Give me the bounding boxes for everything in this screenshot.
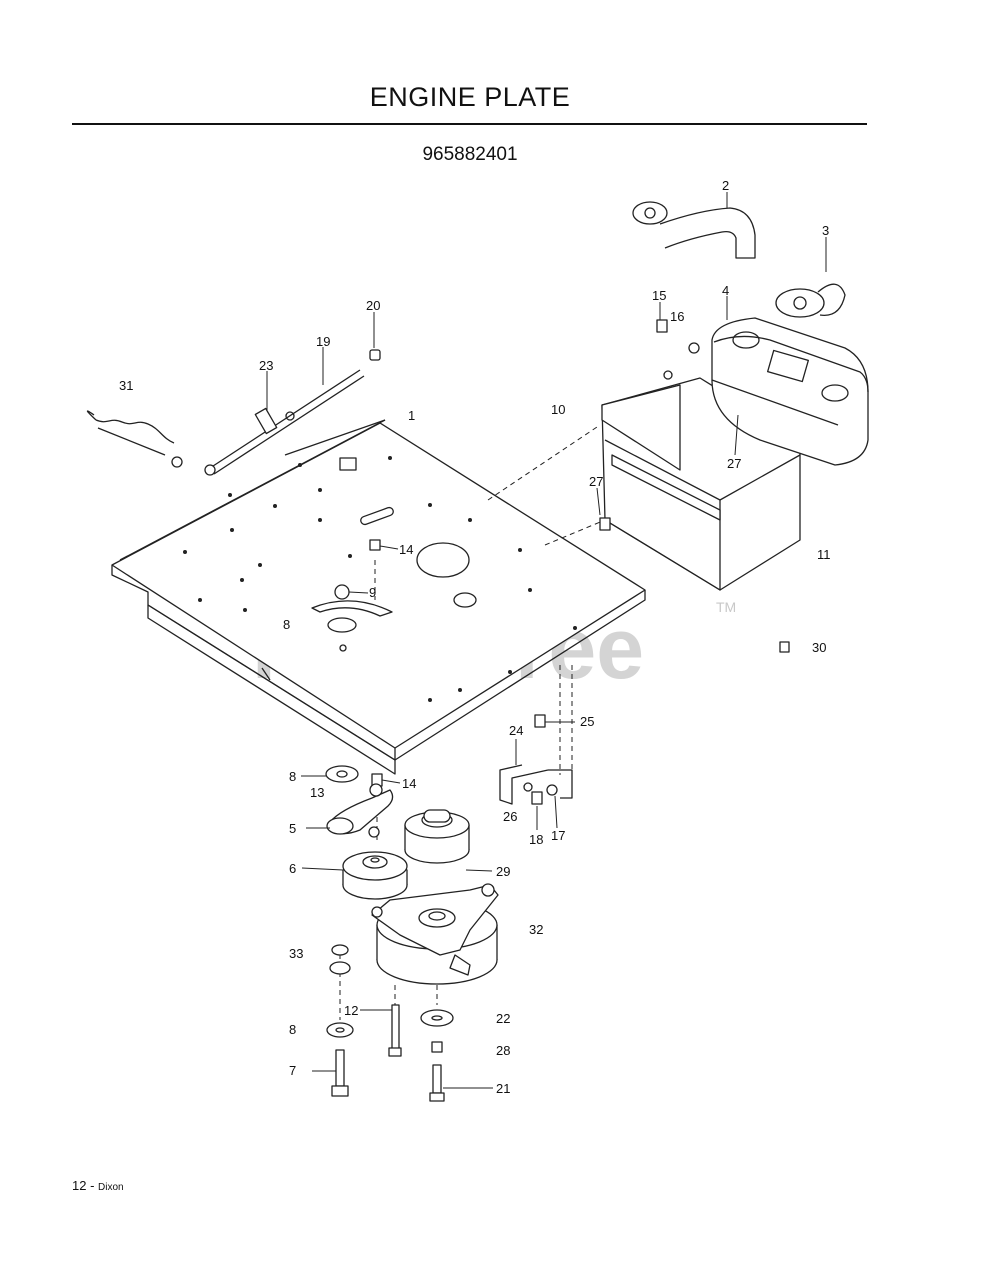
- callout-4: 4: [722, 283, 729, 298]
- callout-10: 10: [551, 402, 565, 417]
- drive-pulley: [404, 809, 470, 864]
- callout-29: 29: [496, 864, 510, 879]
- callout-1: 1: [408, 408, 415, 423]
- callout-8b: 8: [289, 769, 296, 784]
- page-number: 12: [72, 1178, 87, 1193]
- callout-19: 19: [316, 334, 330, 349]
- idler-rod-assembly: [204, 349, 381, 476]
- lower-hardware: [326, 944, 454, 1102]
- callout-32: 32: [529, 922, 543, 937]
- callout-labels: 1 2 3 4 5 6 7 8 8 8 9 10 11 12 13 14 14 …: [119, 178, 831, 1096]
- callout-18: 18: [529, 832, 543, 847]
- callout-12: 12: [344, 1003, 358, 1018]
- part-number: 965882401: [422, 144, 518, 165]
- callout-2: 2: [722, 178, 729, 193]
- callout-7: 7: [289, 1063, 296, 1078]
- callout-33: 33: [289, 946, 303, 961]
- exhaust-gasket: [775, 283, 846, 318]
- hardware-bolts: [327, 319, 790, 805]
- callout-27b: 27: [727, 456, 741, 471]
- callout-20: 20: [366, 298, 380, 313]
- footer-separator: -: [86, 1178, 99, 1193]
- callout-27a: 27: [589, 474, 603, 489]
- page-footer: 12 - Dixon: [72, 1178, 124, 1193]
- callout-31: 31: [119, 378, 133, 393]
- page-title: ENGINE PLATE: [369, 82, 571, 112]
- exhaust-pipe: [632, 201, 756, 259]
- callout-14b: 14: [402, 776, 416, 791]
- callout-25: 25: [580, 714, 594, 729]
- callout-22: 22: [496, 1011, 510, 1026]
- footer-brand: Dixon: [98, 1182, 124, 1193]
- callout-8c: 8: [289, 1022, 296, 1037]
- extension-spring: [86, 410, 183, 468]
- idler-pulley: [342, 851, 408, 900]
- title-divider: [72, 123, 867, 125]
- callout-8a: 8: [283, 617, 290, 632]
- callout-16: 16: [670, 309, 684, 324]
- callout-23: 23: [259, 358, 273, 373]
- callout-14a: 14: [399, 542, 413, 557]
- callout-15: 15: [652, 288, 666, 303]
- engine-plate: [111, 419, 646, 775]
- callout-13: 13: [310, 785, 324, 800]
- watermark-trademark: TM: [716, 599, 736, 615]
- callout-21: 21: [496, 1081, 510, 1096]
- idler-arm: [325, 765, 394, 838]
- callout-9: 9: [369, 585, 376, 600]
- callout-6: 6: [289, 861, 296, 876]
- callout-24: 24: [509, 723, 523, 738]
- callout-3: 3: [822, 223, 829, 238]
- callout-5: 5: [289, 821, 296, 836]
- muffler: [711, 317, 869, 466]
- clutch-bracket: [499, 764, 573, 805]
- callout-11: 11: [817, 547, 831, 562]
- callout-30: 30: [812, 640, 826, 655]
- callout-28: 28: [496, 1043, 510, 1058]
- callout-26: 26: [503, 809, 517, 824]
- pto-clutch: [371, 883, 499, 985]
- callout-17: 17: [551, 828, 565, 843]
